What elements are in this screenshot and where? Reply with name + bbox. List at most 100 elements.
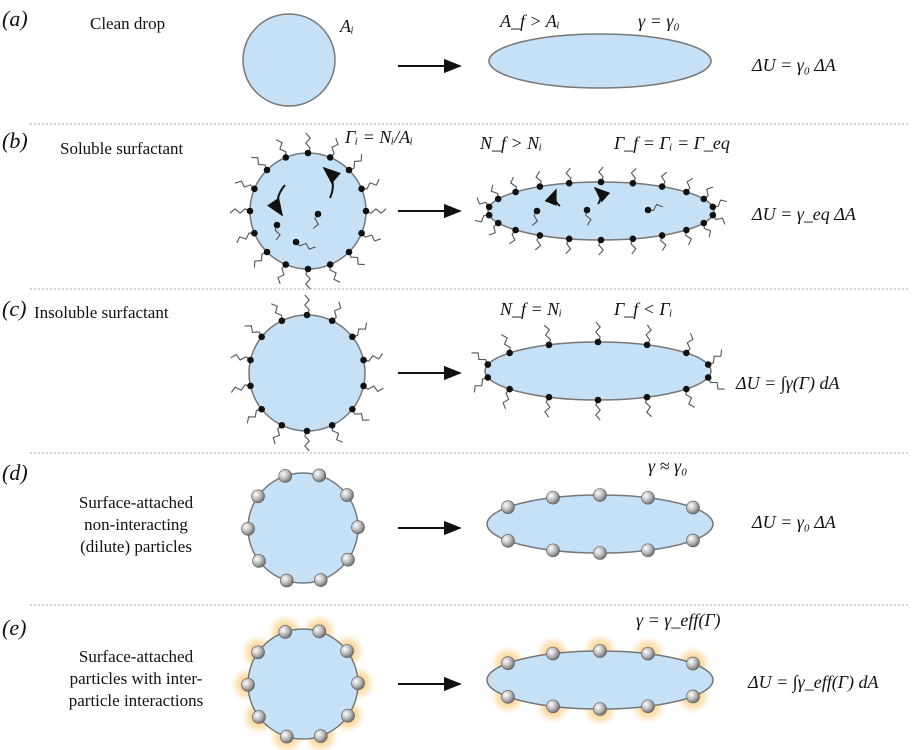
surfactant-head bbox=[278, 421, 286, 429]
surfactant-tail bbox=[331, 301, 342, 322]
particle bbox=[340, 488, 354, 502]
surfactant-tail bbox=[253, 251, 268, 268]
drop-deformed bbox=[486, 494, 714, 554]
surfactant-tail bbox=[230, 384, 251, 393]
annotation-right: Γ_f = Γᵢ = Γ_eq bbox=[613, 133, 730, 153]
surfactant-head bbox=[246, 207, 254, 215]
surfactant-head bbox=[484, 374, 492, 381]
surfactant-tail bbox=[348, 251, 365, 266]
surfactant-tail bbox=[251, 156, 268, 171]
surfactant-head bbox=[360, 382, 367, 390]
particle bbox=[501, 690, 515, 704]
surfactant-head bbox=[292, 238, 300, 246]
particle bbox=[241, 677, 255, 692]
surfactant-heads bbox=[246, 149, 370, 273]
surfactant-tail bbox=[685, 389, 695, 408]
surfactant-tail bbox=[471, 352, 489, 365]
particle bbox=[641, 646, 655, 661]
panel-label: (d) bbox=[2, 460, 28, 485]
particle bbox=[501, 500, 515, 514]
annotation-mid: N_f = Nᵢ bbox=[499, 299, 562, 319]
surfactant-head bbox=[263, 248, 271, 256]
particle bbox=[686, 500, 700, 515]
surfactant-tail bbox=[331, 425, 344, 443]
panel-description: (dilute) particles bbox=[80, 537, 192, 556]
particle bbox=[641, 543, 655, 558]
panel-description: Soluble surfactant bbox=[60, 139, 183, 158]
surfactant-tail bbox=[685, 332, 694, 354]
surfactant-head bbox=[629, 235, 637, 243]
surfactant-head bbox=[536, 232, 544, 239]
particle bbox=[501, 534, 515, 548]
annotation-right: γ = γ₀ bbox=[638, 11, 680, 31]
surfactant-tail bbox=[305, 268, 311, 290]
drop-deformed bbox=[484, 341, 712, 401]
surfactant-head bbox=[683, 188, 690, 196]
particle bbox=[686, 656, 700, 671]
surfactant-tail bbox=[361, 232, 382, 242]
surfactant-head bbox=[314, 210, 322, 218]
panel-a: (a) Clean drop Aᵢ A_f > Aᵢ γ = γ₀ ΔU = γ… bbox=[2, 6, 837, 107]
surfactant-head bbox=[494, 219, 502, 227]
panel-description: Clean drop bbox=[90, 14, 165, 33]
panel-label: (c) bbox=[2, 296, 26, 321]
surfactant-head bbox=[282, 261, 290, 268]
particle bbox=[341, 708, 355, 723]
surfactant-tail bbox=[595, 321, 601, 343]
annotation-left: Aᵢ bbox=[339, 16, 354, 36]
surfactant-head bbox=[362, 207, 370, 215]
surfactant-tail bbox=[644, 396, 653, 418]
surfactant-head bbox=[545, 341, 553, 349]
surfactant-tail bbox=[351, 408, 370, 421]
surfactant-head bbox=[533, 207, 541, 215]
surfactant-head bbox=[683, 349, 690, 357]
surfactant-tail bbox=[501, 334, 511, 353]
annotation-right: γ = γ_eff(Γ) bbox=[636, 610, 721, 631]
exchange-arrow bbox=[267, 184, 286, 217]
energy-equation: ΔU = γ_eq ΔA bbox=[751, 204, 857, 224]
surfactant-head bbox=[345, 248, 353, 256]
surfactant-head bbox=[594, 338, 602, 346]
surfactant-tail bbox=[708, 349, 723, 366]
particle bbox=[313, 573, 328, 587]
surfactant-tail bbox=[246, 408, 262, 424]
surfactant-head bbox=[304, 149, 312, 157]
annotation-left: Γᵢ = Nᵢ/Aᵢ bbox=[344, 127, 413, 147]
surfactant-heads bbox=[247, 311, 367, 435]
annotation-right: Γ_f < Γᵢ bbox=[613, 299, 673, 319]
surfactant-tails bbox=[229, 132, 387, 290]
panel-description: particle interactions bbox=[69, 691, 204, 710]
surfactant-tails bbox=[230, 294, 384, 452]
surfactant-tail bbox=[361, 178, 380, 190]
surfactant-head bbox=[658, 232, 666, 239]
panel-description: non-interacting bbox=[84, 515, 188, 534]
surfactant-head bbox=[583, 206, 591, 214]
energy-equation: ΔU = ∫γ(Γ) dA bbox=[735, 373, 840, 394]
panel-b: (b) Soluble surfactant Γᵢ = Nᵢ/Aᵢ N_f > … bbox=[2, 127, 857, 290]
particle bbox=[593, 488, 607, 502]
drop-deformed bbox=[488, 33, 712, 89]
particle bbox=[351, 676, 365, 691]
surfactant-head bbox=[258, 405, 265, 413]
particle bbox=[251, 645, 265, 660]
particle bbox=[501, 656, 515, 670]
surfactant-head bbox=[328, 421, 336, 429]
surfactant-tail bbox=[329, 137, 339, 158]
particles bbox=[501, 644, 700, 716]
surfactant-tail bbox=[295, 241, 316, 250]
surfactant-tail bbox=[645, 324, 652, 346]
bulk-surfactants bbox=[273, 210, 322, 250]
particle bbox=[252, 554, 266, 568]
particle bbox=[641, 699, 655, 714]
surfactant-head bbox=[360, 356, 367, 364]
surfactant-tails bbox=[471, 321, 725, 421]
particle bbox=[278, 625, 293, 639]
particle bbox=[252, 710, 266, 724]
surfactant-head bbox=[494, 195, 502, 203]
surfactant-tail bbox=[365, 208, 387, 214]
surfactant-tail bbox=[544, 396, 551, 418]
surfactant-tail bbox=[348, 154, 363, 171]
surfactant-head bbox=[251, 229, 258, 237]
particle bbox=[312, 624, 327, 639]
surfactant-head bbox=[700, 195, 708, 203]
